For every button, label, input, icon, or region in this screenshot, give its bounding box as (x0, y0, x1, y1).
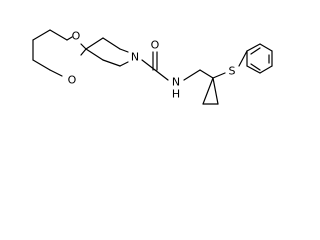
phenyl-ring (238, 43, 273, 74)
bond (119, 48, 129, 53)
atom-label-o-carbonyl: O (151, 39, 160, 52)
bond (212, 72, 226, 79)
bond (259, 43, 273, 52)
bond (102, 59, 121, 67)
atom-label-h-amide: H (172, 88, 180, 101)
bond (250, 63, 261, 71)
atom-label-n-ring: N (131, 51, 139, 64)
dioxane-ring (32, 29, 87, 77)
atom-label-n-amide: N (172, 76, 180, 89)
bond (85, 48, 104, 61)
bond (250, 47, 261, 55)
bond (259, 65, 273, 74)
molecule-diagram: O O N O N H S (32, 29, 273, 105)
atom-label-o-upper: O (72, 30, 81, 43)
bond (102, 37, 121, 50)
bond (246, 65, 261, 74)
carboxamide-group (141, 51, 201, 81)
bond (80, 48, 87, 56)
bond (246, 43, 261, 52)
bond (80, 43, 87, 50)
bond (32, 59, 51, 71)
bond (66, 36, 73, 41)
bond (154, 69, 169, 81)
atom-label-s-thioether: S (229, 65, 236, 78)
bond (119, 61, 129, 67)
bond (85, 37, 104, 50)
bond (199, 69, 214, 79)
bond (32, 29, 51, 41)
atom-labels: O O N O N H S (68, 30, 236, 101)
piperidine-ring (85, 37, 129, 67)
bond (212, 77, 219, 105)
bond (49, 29, 68, 41)
bond (202, 77, 214, 105)
atom-label-o-lower: O (68, 74, 77, 87)
bond (49, 69, 63, 77)
bond (183, 69, 201, 81)
bond (238, 50, 248, 67)
cyclopropyl-group (199, 69, 226, 105)
